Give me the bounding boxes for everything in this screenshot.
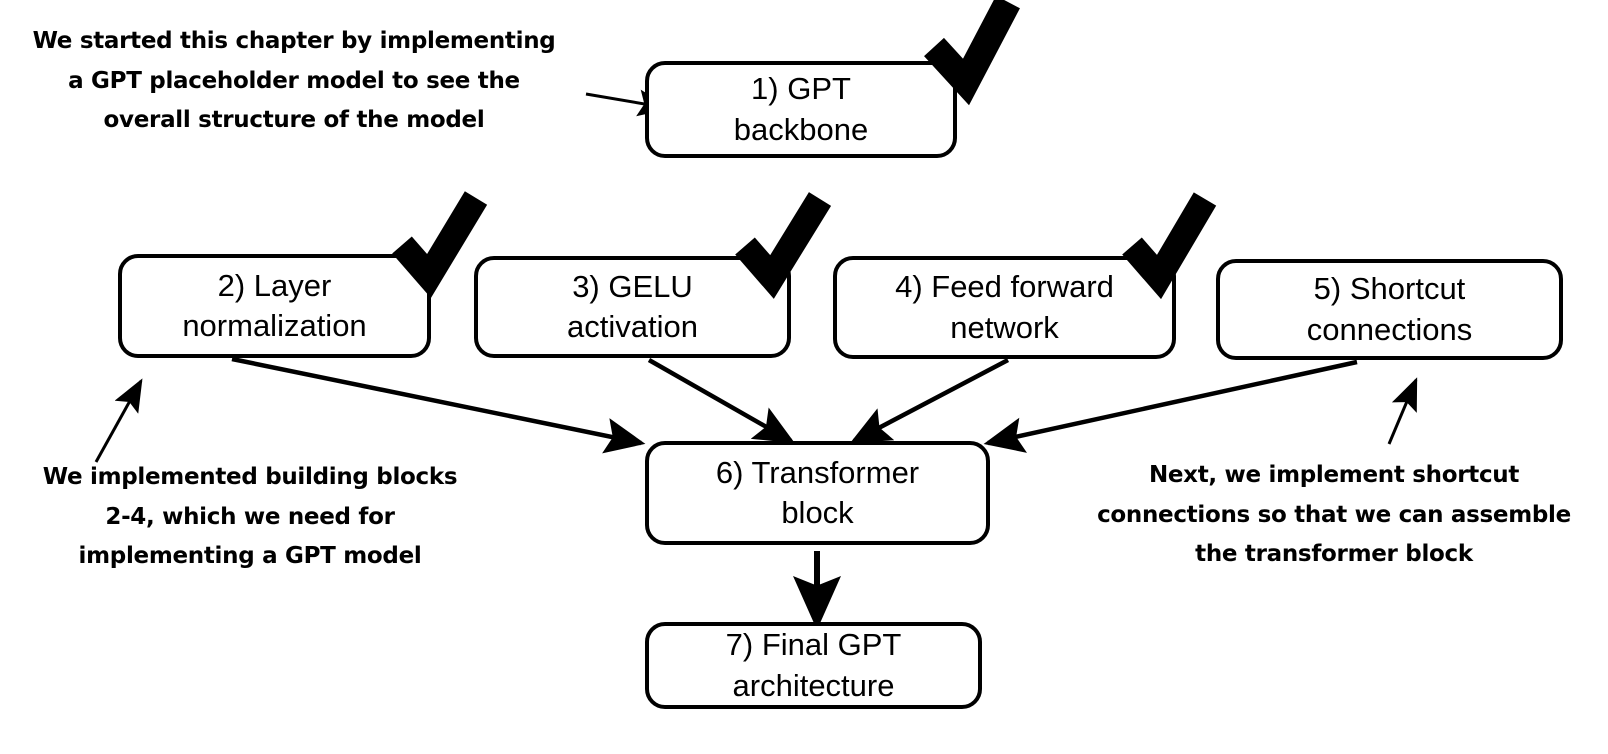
node-shortcut-connections[interactable]: 5) Shortcut connections bbox=[1216, 259, 1563, 360]
node-final-gpt[interactable]: 7) Final GPT architecture bbox=[645, 622, 982, 709]
node-shortcut-connections-label: 5) Shortcut connections bbox=[1306, 271, 1473, 347]
node-transformer-block-label: 6) Transformer block bbox=[715, 454, 920, 530]
arrow-note-building-blocks-to-layer-normalization bbox=[94, 378, 143, 463]
node-transformer-block[interactable]: 6) Transformer block bbox=[645, 441, 990, 545]
check-icon-gelu-activation bbox=[735, 192, 832, 299]
check-icon-layer-normalization bbox=[392, 191, 488, 298]
note-shortcut-next: Next, we implement shortcut connections … bbox=[1097, 462, 1571, 568]
node-feed-forward-network-label: 4) Feed forward network bbox=[895, 269, 1114, 345]
note-chapter-start: We started this chapter by implementing … bbox=[32, 28, 556, 134]
arrow-feed-forward-network-to-transformer-block bbox=[850, 358, 1010, 444]
arrow-shortcut-connections-to-transformer-block bbox=[983, 359, 1358, 453]
arrow-layer-normalization-to-transformer-block bbox=[231, 356, 646, 454]
check-icon-gpt-backbone bbox=[924, 0, 1020, 106]
check-icon-feed-forward-network bbox=[1122, 192, 1217, 300]
arrow-gelu-activation-to-transformer-block bbox=[647, 358, 795, 444]
arrow-note-shortcut-next-to-shortcut-connections bbox=[1387, 377, 1418, 445]
note-building-blocks: We implemented building blocks 2-4, whic… bbox=[42, 464, 458, 570]
node-feed-forward-network[interactable]: 4) Feed forward network bbox=[833, 256, 1176, 359]
node-layer-normalization-label: 2) Layer normalization bbox=[182, 267, 367, 343]
node-final-gpt-label: 7) Final GPT architecture bbox=[725, 627, 902, 703]
node-layer-normalization[interactable]: 2) Layer normalization bbox=[118, 254, 431, 358]
node-gelu-activation[interactable]: 3) GELU activation bbox=[474, 256, 791, 358]
node-gpt-backbone[interactable]: 1) GPT backbone bbox=[645, 61, 957, 158]
node-gpt-backbone-label: 1) GPT backbone bbox=[733, 71, 869, 147]
node-gelu-activation-label: 3) GELU activation bbox=[567, 268, 698, 344]
